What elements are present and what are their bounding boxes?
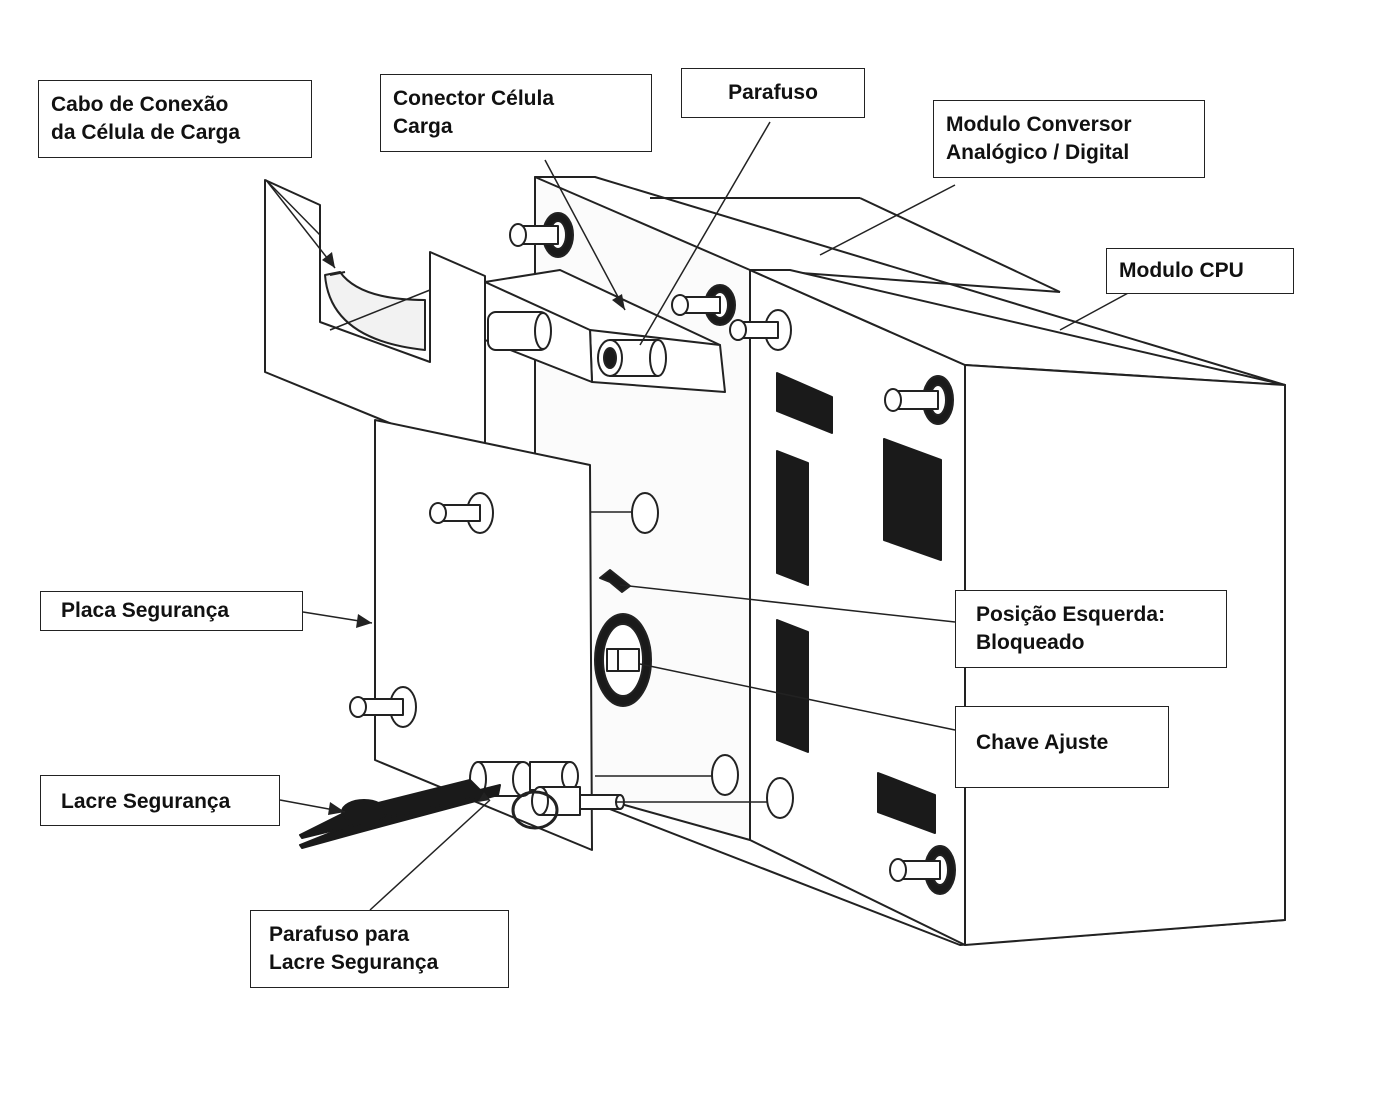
label-posicao-esquerda: Posição Esquerda: Bloqueado	[955, 590, 1227, 668]
seal-screws	[469, 761, 625, 830]
screw-icon	[889, 845, 956, 895]
label-modulo-cpu: Modulo CPU	[1106, 248, 1294, 294]
screw-icon	[729, 309, 792, 351]
label-lacre-seguranca: Lacre Segurança	[40, 775, 280, 826]
label-parafuso-lacre: Parafuso para Lacre Segurança	[250, 910, 509, 988]
screw-icon	[884, 375, 954, 425]
label-cabo-conexao: Cabo de Conexão da Célula de Carga	[38, 80, 312, 158]
screw-icon	[349, 686, 417, 728]
leader-lines	[265, 121, 1131, 911]
label-modulo-conversor: Modulo Conversor Analógico / Digital	[933, 100, 1205, 178]
label-chave-ajuste: Chave Ajuste	[955, 706, 1169, 788]
screw-icon	[509, 212, 574, 258]
cpu-front-panels	[776, 372, 942, 834]
arrowheads	[322, 252, 625, 815]
safety-plate	[374, 419, 593, 851]
label-conector-celula: Conector Célula Carga	[380, 74, 652, 152]
screw-icon	[597, 339, 667, 377]
cable-bracket	[264, 179, 486, 463]
screw-icon	[671, 284, 736, 326]
mount-holes	[594, 492, 794, 819]
label-parafuso: Parafuso	[681, 68, 865, 118]
screw-icon	[429, 492, 494, 534]
seal-wire	[299, 779, 501, 849]
screws	[349, 212, 956, 895]
label-placa-seguranca: Placa Segurança	[40, 591, 303, 631]
